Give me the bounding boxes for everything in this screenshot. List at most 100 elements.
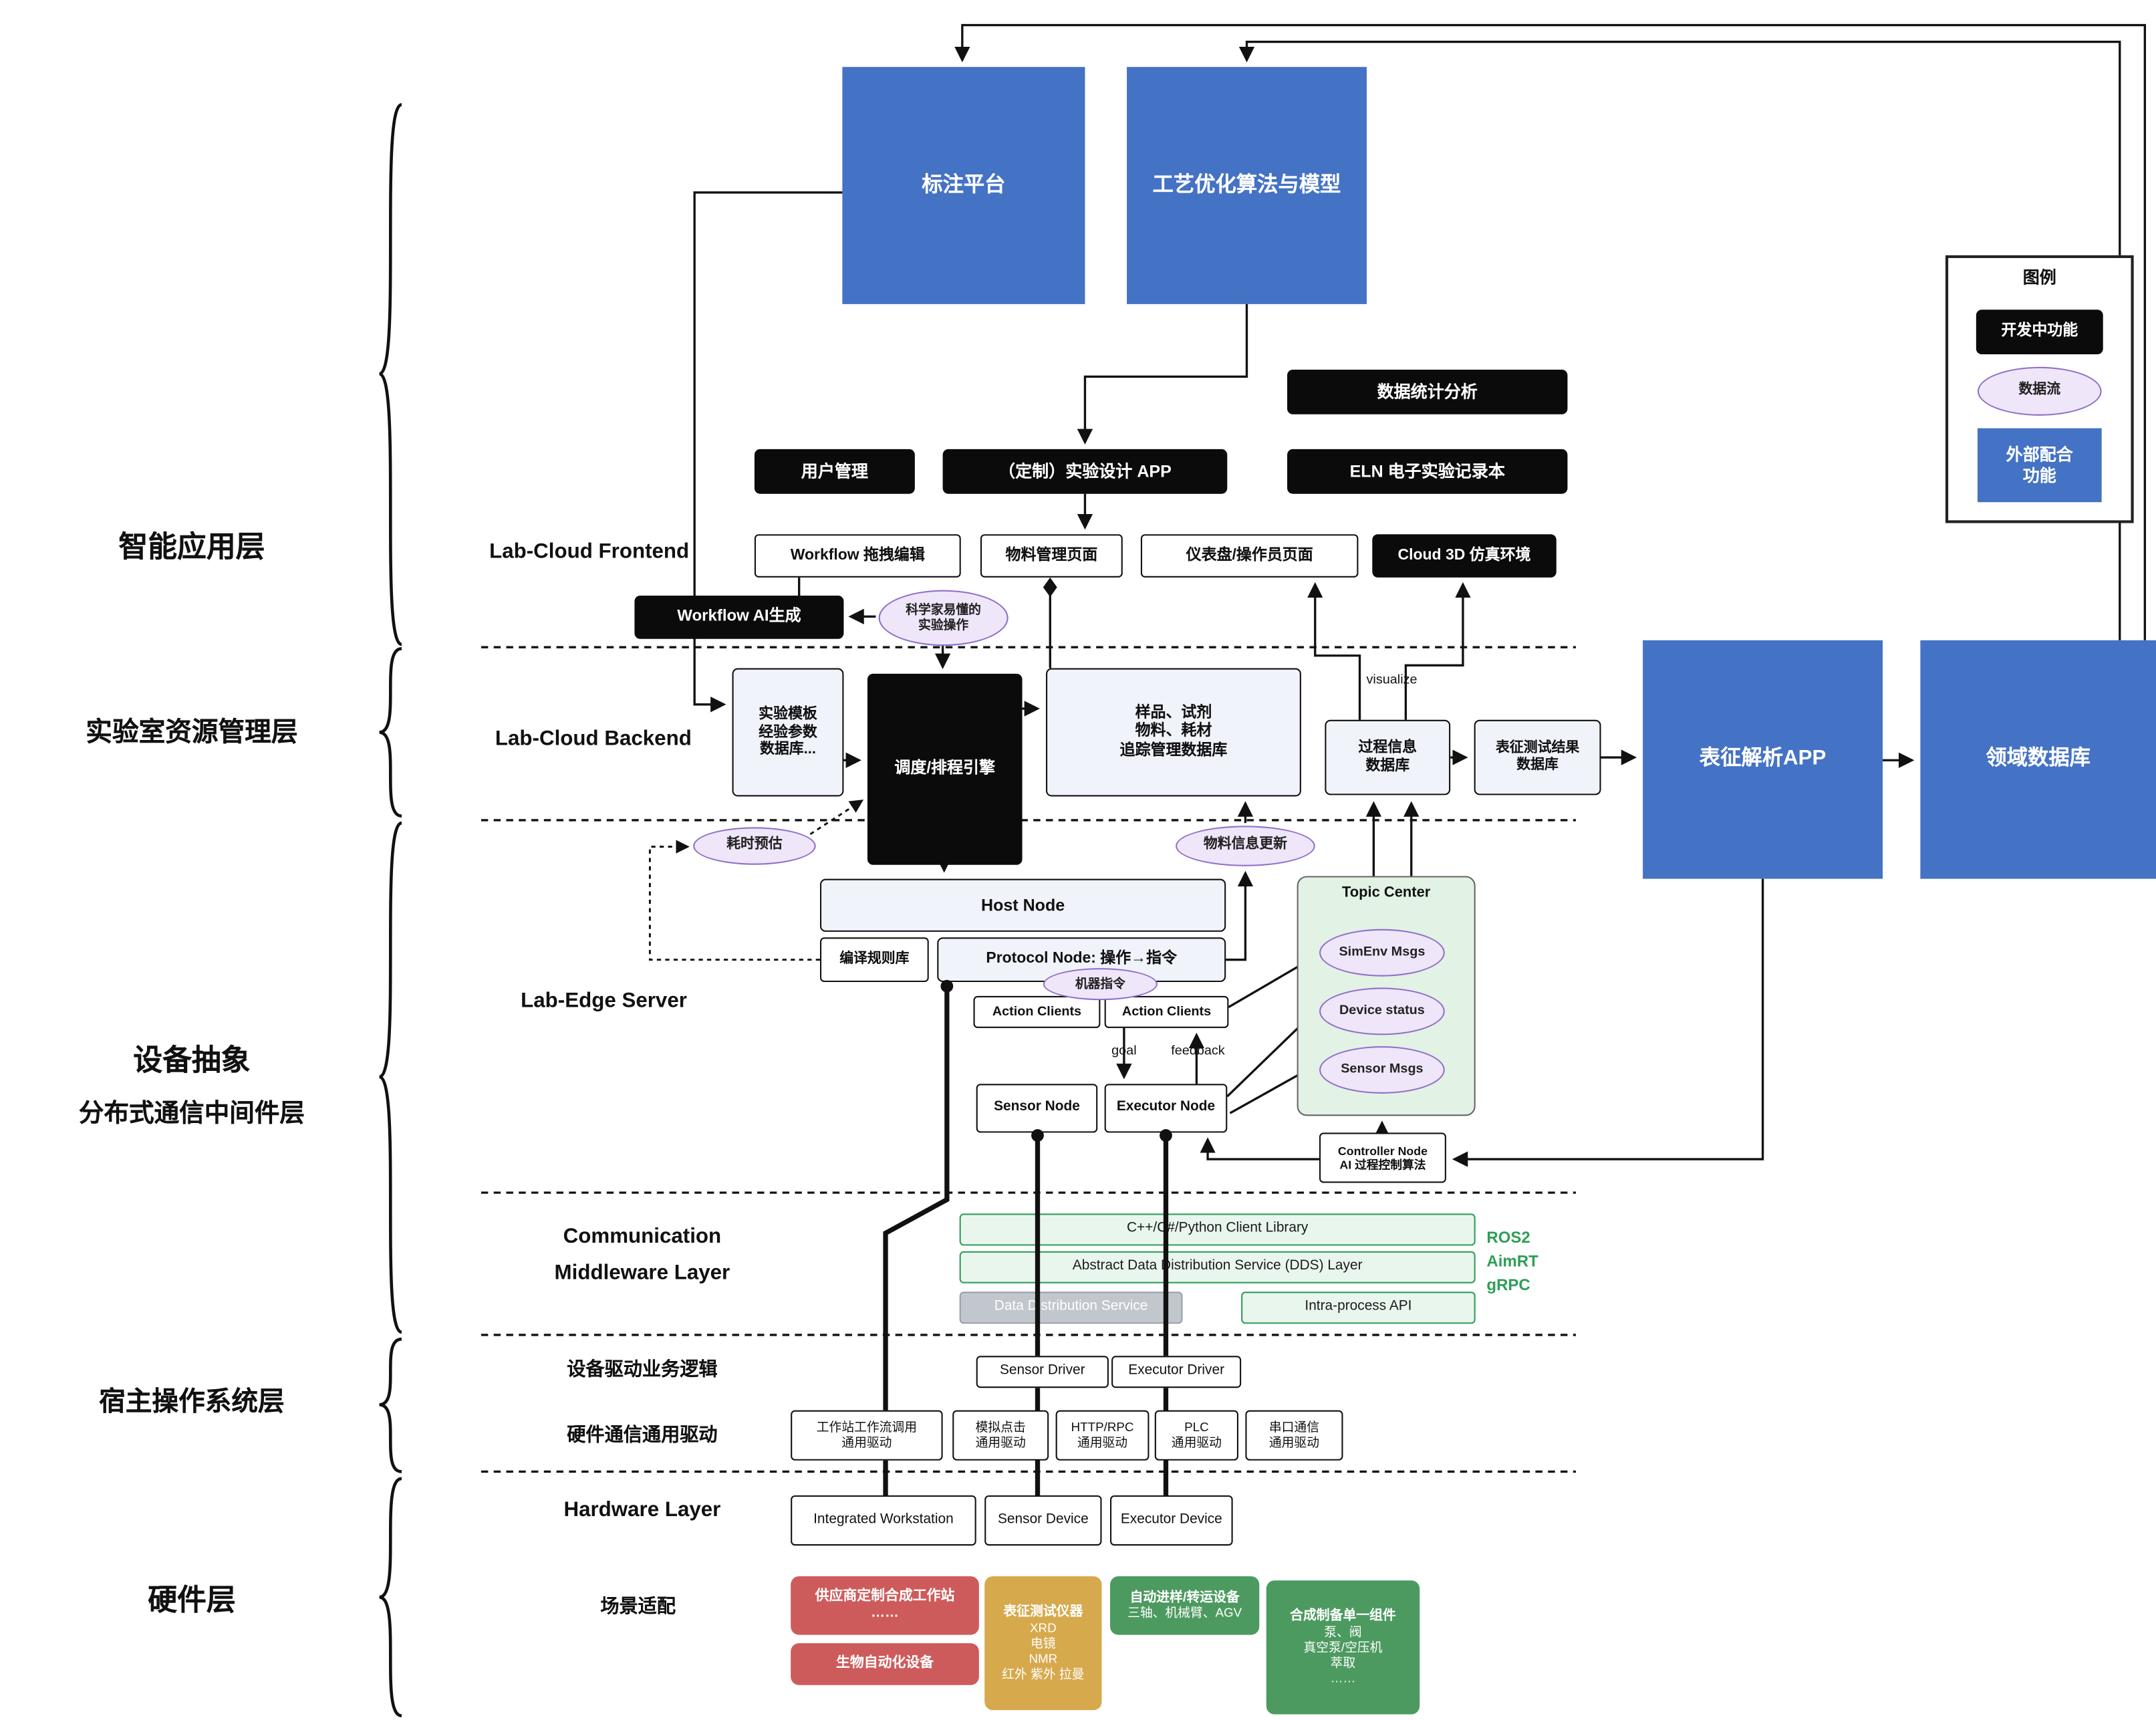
plc-driver-line1: PLC [1184,1420,1209,1435]
legend-developing-swatch: 开发中功能 [1976,310,2103,355]
http-rpc-driver-node: HTTP/RPC 通用驱动 [1055,1410,1150,1461]
synth-item-extract: 萃取 [1330,1655,1356,1670]
workstation-driver-node: 工作站工作流调用 通用驱动 [791,1410,943,1461]
integrated-workstation-node: Integrated Workstation [791,1495,976,1546]
plc-driver-line2: 通用驱动 [1171,1435,1222,1450]
sample-db-line1: 样品、试剂 [1135,704,1212,721]
transfer-equipment-node: 自动进样/转运设备 三轴、机械臂、AGV [1110,1576,1260,1635]
machine-command-dataflow: 机器指令 [1043,968,1158,1001]
template-db-line3: 数据库... [759,741,816,758]
visualize-label: visualize [1366,672,1418,688]
serial-driver-node: 串口通信 通用驱动 [1245,1410,1343,1461]
legend-dataflow-swatch: 数据流 [1977,366,2102,416]
process-info-db-node: 过程信息 数据库 [1325,719,1451,795]
bio-automation-node: 生物自动化设备 [791,1643,979,1685]
frontend-section-label: Lab-Cloud Frontend [489,539,690,564]
domain-db-node: 领域数据库 [1920,640,2156,879]
edge-section-label: Lab-Edge Server [521,989,687,1013]
comm-section-label-line2: Middleware Layer [554,1261,730,1285]
charac-item-nmr: NMR [1029,1651,1058,1666]
custom-experiment-app-node: （定制）实验设计 APP [942,449,1228,494]
layer-braces [378,103,403,1717]
time-estimate-dataflow: 耗时预估 [693,827,816,865]
material-update-dataflow: 物料信息更新 [1176,826,1315,866]
sensor-node: Sensor Node [976,1084,1098,1133]
workflow-ai-node: Workflow AI生成 [634,596,844,639]
backend-section-label: Lab-Cloud Backend [495,727,692,751]
driver-logic-label: 设备驱动业务逻辑 [567,1358,718,1380]
legend-external-swatch: 外部配合 功能 [1977,428,2102,503]
intra-process-api-node: Intra-process API [1241,1292,1476,1324]
sensor-driver-node: Sensor Driver [976,1356,1109,1388]
process-optimization-node: 工艺优化算法与模型 [1127,67,1367,304]
click-sim-driver-line2: 通用驱动 [975,1435,1026,1450]
controller-node: Controller Node AI 过程控制算法 [1319,1132,1446,1183]
legend-external-line1: 外部配合 [2006,445,2073,465]
transfer-line1: 自动进样/转运设备 [1129,1590,1240,1606]
hardware-section-label: Hardware Layer [563,1498,721,1522]
controller-line1: Controller Node [1337,1143,1428,1158]
data-statistics-node: 数据统计分析 [1287,369,1568,414]
vendor-workstation-node: 供应商定制合成工作站 …… [791,1576,979,1635]
sample-db-line3: 追踪管理数据库 [1119,741,1228,759]
action-clients-right-node: Action Clients [1104,995,1229,1028]
charac-item-spectra: 红外 紫外 拉曼 [1002,1667,1085,1681]
sensor-device-node: Sensor Device [984,1495,1102,1546]
dotted-flow-layer [648,800,864,961]
executor-driver-node: Executor Driver [1111,1356,1242,1388]
arrows-layer [693,23,2147,1167]
hw-comm-driver-label: 硬件通信通用驱动 [567,1424,718,1445]
click-sim-driver-line1: 模拟点击 [975,1420,1026,1435]
charac-instruments-title: 表征测试仪器 [1003,1604,1083,1620]
synthesis-components-node: 合成制备单一组件 泵、阀 真空泵/空压机 萃取 …… [1266,1580,1420,1715]
layer-label-distributed-middleware: 分布式通信中间件层 [78,1099,305,1128]
goal-label: goal [1111,1043,1137,1059]
eln-node: ELN 电子实验记录本 [1287,449,1568,494]
serial-driver-line2: 通用驱动 [1268,1435,1320,1450]
template-db-line1: 实验模板 [759,705,817,723]
sample-tracking-db-node: 样品、试剂 物料、耗材 追踪管理数据库 [1046,668,1301,797]
scenario-label: 场景适配 [600,1596,676,1617]
template-db-node: 实验模板 经验参数 数据库... [732,668,844,797]
http-rpc-driver-line2: 通用驱动 [1077,1435,1128,1450]
characterization-app-node: 表征解析APP [1643,640,1883,879]
template-db-line2: 经验参数 [759,723,817,741]
charac-db-line1: 表征测试结果 [1495,740,1580,756]
layer-label-hardware: 硬件层 [148,1584,236,1617]
dds-abstract-layer-node: Abstract Data Distribution Service (DDS)… [959,1251,1476,1283]
annotation-platform-node: 标注平台 [842,67,1085,304]
charac-item-xrd: XRD [1029,1620,1057,1635]
legend-title: 图例 [2022,267,2056,287]
vendor-line1: 供应商定制合成工作站 [815,1588,955,1604]
characterization-db-node: 表征测试结果 数据库 [1474,719,1601,795]
process-db-line2: 数据库 [1365,757,1410,775]
action-clients-left-node: Action Clients [973,995,1101,1028]
sample-db-line2: 物料、耗材 [1135,723,1212,740]
scientist-ops-line1: 科学家易懂的 [906,602,981,617]
scheduler-engine-node: 调度/排程引擎 [867,673,1023,865]
executor-node: Executor Node [1104,1084,1228,1133]
synth-title: 合成制备单一组件 [1290,1608,1396,1624]
workstation-driver-line2: 通用驱动 [841,1435,892,1450]
click-sim-driver-node: 模拟点击 通用驱动 [952,1410,1049,1461]
cloud-3d-node: Cloud 3D 仿真环境 [1372,534,1557,578]
material-page-node: 物料管理页面 [980,534,1123,578]
simenv-msgs-dataflow: SimEnv Msgs [1319,929,1445,977]
legend-external-line2: 功能 [2022,465,2056,485]
synth-item-pump: 泵、阀 [1324,1624,1362,1639]
scientist-ops-dataflow: 科学家易懂的 实验操作 [878,590,1008,646]
grpc-label: gRPC [1486,1277,1530,1295]
charac-db-line2: 数据库 [1516,757,1559,773]
scientist-ops-line2: 实验操作 [918,618,969,632]
rule-library-node: 编译规则库 [819,937,929,983]
synth-item-more: …… [1330,1671,1356,1685]
charac-item-sem: 电镜 [1031,1636,1056,1650]
dds-service-node: Data Distribution Service [959,1292,1183,1324]
transfer-line2: 三轴、机械臂、AGV [1127,1606,1242,1620]
user-management-node: 用户管理 [754,449,915,494]
host-node: Host Node [819,878,1226,932]
layer-label-lab-resource: 实验室资源管理层 [86,718,298,748]
comm-section-label-line1: Communication [563,1225,722,1249]
